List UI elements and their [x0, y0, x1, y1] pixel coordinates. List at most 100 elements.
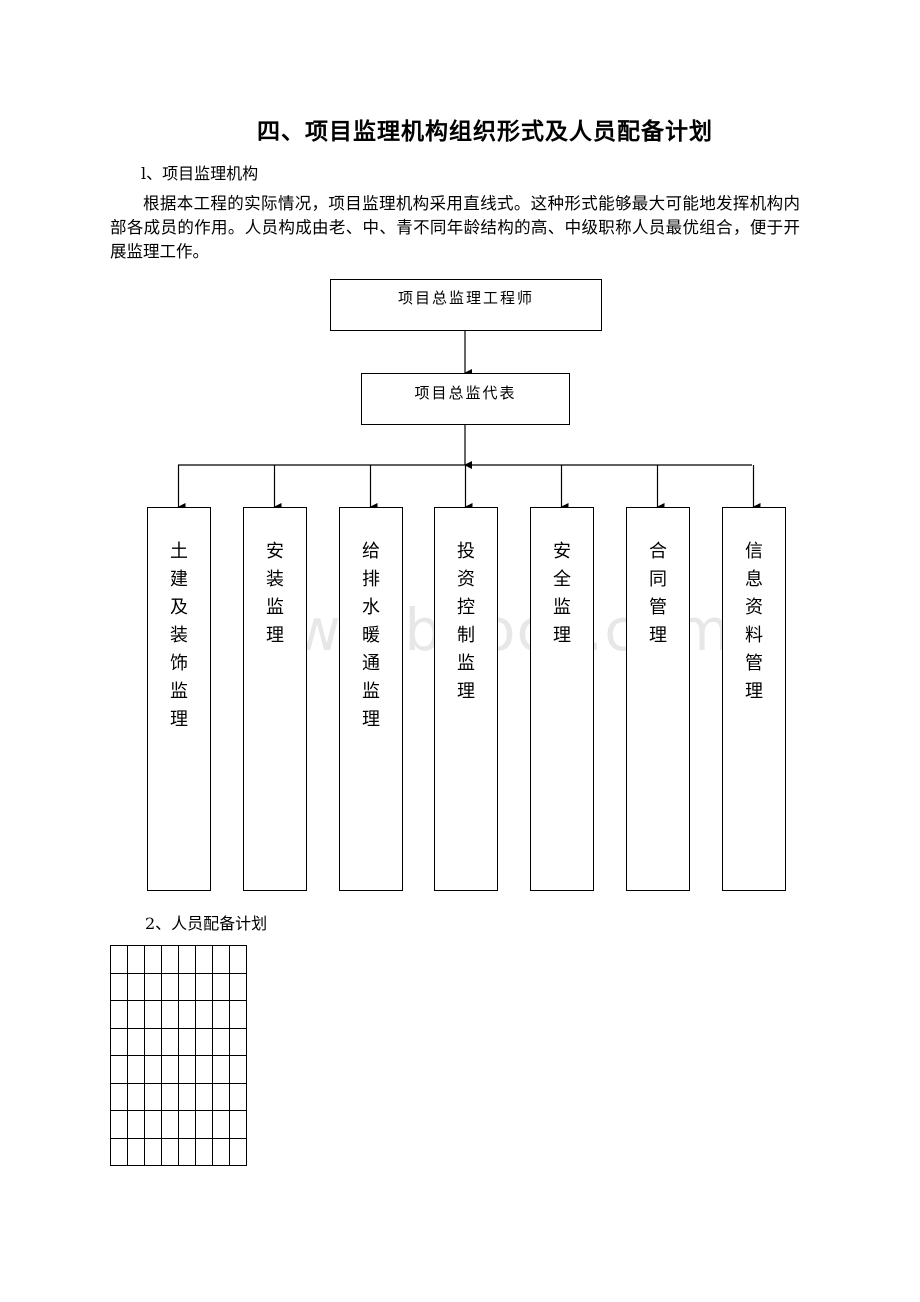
department-label: 给排水暖通监理: [340, 538, 402, 734]
table-cell: [127, 1110, 145, 1139]
department-label-char: 同: [649, 569, 667, 590]
table-cell: [161, 1137, 179, 1166]
table-cell: [195, 1137, 213, 1166]
department-label-char: 制: [457, 625, 475, 646]
department-label-char: 安: [266, 541, 284, 562]
table-cell: [229, 1110, 247, 1139]
table-cell: [161, 945, 179, 974]
org-box-department: 投资控制监理: [434, 507, 498, 891]
table-cell: [110, 945, 128, 974]
table-cell: [178, 972, 196, 1001]
department-label-char: 合: [649, 541, 667, 562]
table-cell: [161, 1055, 179, 1084]
department-label-char: 及: [170, 597, 188, 618]
table-cell: [212, 1082, 230, 1111]
table-cell: [212, 945, 230, 974]
org-box-deputy-label: 项目总监代表: [414, 384, 517, 402]
table-cell: [144, 1082, 162, 1111]
table-cell: [178, 1000, 196, 1029]
table-cell: [110, 1082, 128, 1111]
department-label: 信息资料管理: [723, 538, 785, 706]
table-cell: [212, 972, 230, 1001]
table-cell: [127, 1000, 145, 1029]
table-cell: [195, 1082, 213, 1111]
department-label-char: 土: [170, 541, 188, 562]
table-cell: [127, 945, 145, 974]
org-box-department: 安装监理: [243, 507, 307, 891]
department-label-char: 理: [745, 681, 763, 702]
table-cell: [178, 1027, 196, 1056]
table-cell: [178, 945, 196, 974]
table-cell: [110, 972, 128, 1001]
table-cell: [229, 1027, 247, 1056]
table-cell: [229, 972, 247, 1001]
table-cell: [110, 1110, 128, 1139]
department-label-char: 给: [362, 541, 380, 562]
org-box-chief-engineer-label: 项目总监理工程师: [397, 289, 534, 307]
department-label-char: 监: [553, 597, 571, 618]
department-label-char: 控: [457, 597, 475, 618]
table-cell: [127, 1055, 145, 1084]
table-cell: [144, 1110, 162, 1139]
table-cell: [195, 1110, 213, 1139]
table-cell: [229, 1137, 247, 1166]
table-cell: [161, 1110, 179, 1139]
staffing-table: [110, 945, 247, 1166]
table-cell: [195, 972, 213, 1001]
table-cell: [144, 1137, 162, 1166]
table-cell: [212, 1027, 230, 1056]
department-label-char: 排: [362, 569, 380, 590]
table-cell: [212, 1055, 230, 1084]
table-cell: [178, 1082, 196, 1111]
table-cell: [127, 1137, 145, 1166]
department-label-char: 监: [170, 681, 188, 702]
department-label-char: 饰: [170, 653, 188, 674]
department-label-char: 监: [457, 653, 475, 674]
table-cell: [144, 1055, 162, 1084]
table-cell: [161, 1000, 179, 1029]
table-cell: [195, 1055, 213, 1084]
table-cell: [110, 1000, 128, 1029]
table-cell: [161, 1082, 179, 1111]
table-cell: [144, 1000, 162, 1029]
department-label-char: 安: [553, 541, 571, 562]
section-heading-org: l、项目监理机构: [141, 164, 259, 183]
department-label-char: 监: [362, 681, 380, 702]
department-label: 土建及装饰监理: [148, 538, 210, 734]
table-cell: [229, 1000, 247, 1029]
department-label-char: 水: [362, 597, 380, 618]
org-box-department: 给排水暖通监理: [339, 507, 403, 891]
table-cell: [195, 1027, 213, 1056]
department-label-char: 资: [457, 569, 475, 590]
table-cell: [127, 1027, 145, 1056]
table-cell: [127, 1082, 145, 1111]
department-label: 安全监理: [531, 538, 593, 650]
table-row: [110, 1082, 247, 1111]
table-row: [110, 1110, 247, 1139]
department-label: 投资控制监理: [435, 538, 497, 706]
table-cell: [195, 1000, 213, 1029]
department-label-char: 理: [362, 709, 380, 730]
table-row: [110, 1000, 247, 1029]
department-label-char: 料: [745, 625, 763, 646]
department-label-char: 资: [745, 597, 763, 618]
table-cell: [144, 945, 162, 974]
department-label-char: 理: [170, 709, 188, 730]
table-row: [110, 1027, 247, 1056]
department-label-char: 装: [170, 625, 188, 646]
table-cell: [212, 1137, 230, 1166]
table-cell: [161, 1027, 179, 1056]
table-row: [110, 1055, 247, 1084]
section-heading-staffing: 2、人员配备计划: [145, 914, 268, 933]
department-label-char: 管: [649, 597, 667, 618]
department-label-char: 监: [266, 597, 284, 618]
department-label: 安装监理: [244, 538, 306, 650]
department-label-char: 理: [553, 625, 571, 646]
org-box-department: 信息资料管理: [722, 507, 786, 891]
department-label-char: 投: [457, 541, 475, 562]
table-cell: [195, 945, 213, 974]
department-label-char: 息: [745, 569, 763, 590]
department-label-char: 信: [745, 541, 763, 562]
table-cell: [229, 1082, 247, 1111]
